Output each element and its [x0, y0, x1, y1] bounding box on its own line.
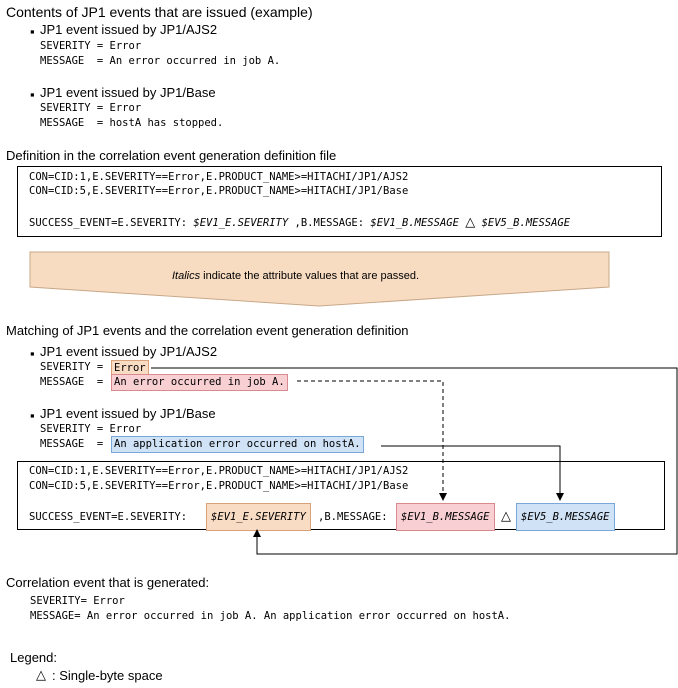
s3-event1-message-value: An error occurred in job A.	[111, 374, 288, 391]
legend-title: Legend:	[10, 650, 57, 665]
s3-event1-severity-label: SEVERITY =	[40, 361, 110, 373]
var-ev5-message: $EV5_B.MESSAGE	[481, 217, 571, 229]
bullet-icon: ▪	[30, 87, 35, 102]
space-symbol-icon: △	[465, 214, 476, 229]
space-symbol-icon: △	[501, 508, 511, 523]
success-prefix: SUCCESS_EVENT=E.SEVERITY:	[29, 217, 188, 229]
s3-event1-heading: JP1 event issued by JP1/AJS2	[40, 344, 218, 359]
match-var-ev1-severity: $EV1_E.SEVERITY	[206, 503, 311, 531]
space-symbol-icon: △	[36, 667, 46, 682]
s1-event2-message: MESSAGE = hostA has stopped.	[40, 117, 224, 129]
legend-text: : Single-byte space	[52, 668, 163, 683]
match-var-ev5-message: $EV5_B.MESSAGE	[516, 503, 615, 531]
s1-event1-severity: SEVERITY = Error	[40, 40, 142, 52]
generated-severity: SEVERITY= Error	[30, 595, 125, 607]
matching-definition-box: CON=CID:1,E.SEVERITY==Error,E.PRODUCT_NA…	[17, 461, 665, 531]
con-line-1: CON=CID:1,E.SEVERITY==Error,E.PRODUCT_NA…	[29, 465, 409, 477]
con-line-2: CON=CID:5,E.SEVERITY==Error,E.PRODUCT_NA…	[29, 480, 409, 492]
section3-title: Matching of JP1 events and the correlati…	[6, 323, 409, 338]
success-mid: ,B.MESSAGE:	[294, 217, 365, 229]
italics-word: Italics	[172, 270, 201, 282]
bullet-icon: ▪	[30, 408, 35, 423]
var-ev1-severity: $EV1_E.SEVERITY	[193, 217, 289, 229]
section2-title: Definition in the correlation event gene…	[6, 148, 337, 163]
s3-event2-severity: SEVERITY = Error	[40, 423, 142, 435]
s3-event2-message-label: MESSAGE =	[40, 438, 110, 450]
var-ev1-message: $EV1_B.MESSAGE	[370, 217, 459, 229]
section4-title: Correlation event that is generated:	[6, 575, 210, 590]
s3-event2-message-value: An application error occurred on hostA.	[111, 436, 364, 453]
success-mid: ,B.MESSAGE:	[318, 511, 388, 523]
s3-event2-heading: JP1 event issued by JP1/Base	[40, 406, 216, 421]
con-line-1: CON=CID:1,E.SEVERITY==Error,E.PRODUCT_NA…	[29, 171, 409, 183]
s1-event2-severity: SEVERITY = Error	[40, 102, 142, 114]
section1-title: Contents of JP1 events that are issued (…	[6, 4, 313, 20]
italics-note: Italics indicate the attribute values th…	[172, 270, 419, 282]
success-event-line: SUCCESS_EVENT=E.SEVERITY: $EV1_E.SEVERIT…	[29, 214, 570, 230]
con-line-2: CON=CID:5,E.SEVERITY==Error,E.PRODUCT_NA…	[29, 185, 409, 197]
s1-event1-heading: JP1 event issued by JP1/AJS2	[40, 22, 218, 37]
generated-message: MESSAGE= An error occurred in job A. An …	[30, 610, 511, 622]
match-var-ev1-message: $EV1_B.MESSAGE	[396, 503, 495, 531]
bullet-icon: ▪	[30, 346, 35, 361]
s1-event2-heading: JP1 event issued by JP1/Base	[40, 85, 216, 100]
success-prefix: SUCCESS_EVENT=E.SEVERITY:	[29, 511, 188, 523]
bullet-icon: ▪	[30, 24, 35, 39]
italics-note-rest: indicate the attribute values that are p…	[200, 270, 420, 282]
definition-box: CON=CID:1,E.SEVERITY==Error,E.PRODUCT_NA…	[17, 166, 662, 237]
s1-event1-message: MESSAGE = An error occurred in job A.	[40, 55, 281, 67]
s3-event1-message-label: MESSAGE =	[40, 376, 110, 388]
